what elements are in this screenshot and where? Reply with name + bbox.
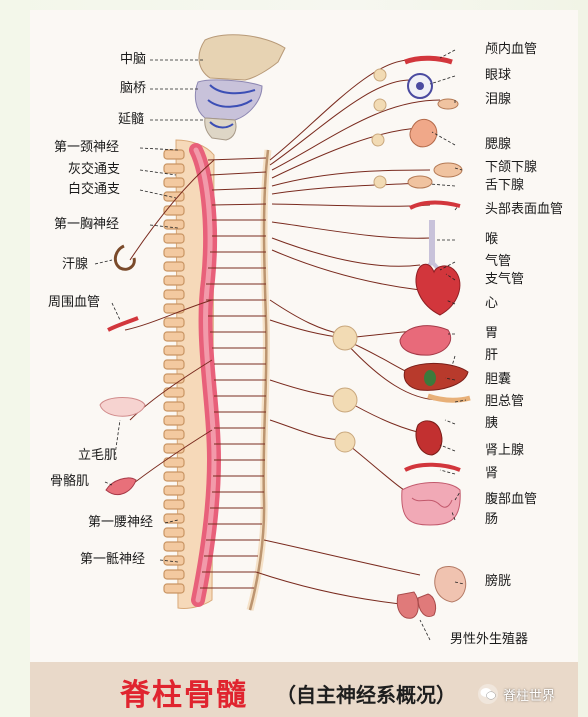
label-peripheral-vessel: 周围血管	[48, 295, 101, 310]
sympathetic-chain	[246, 149, 272, 611]
label-eyeball: 眼球	[485, 68, 512, 83]
label-medulla: 延髓	[118, 112, 145, 127]
watermark: 脊柱世界	[478, 683, 555, 705]
label-first-lumbar-nerve: 第一腰神经	[88, 515, 154, 530]
page-subtitle: （自主神经系概况）	[276, 683, 456, 707]
page-title: 脊柱骨髓	[120, 678, 248, 713]
label-heart: 心	[485, 296, 499, 311]
label-pancreas: 胰	[485, 416, 499, 431]
label-cranial-vessels: 颅内血管	[485, 42, 538, 57]
label-gallbladder: 胆囊	[485, 372, 512, 387]
label-pons: 脑桥	[120, 81, 147, 96]
watermark-text: 脊柱世界	[503, 688, 556, 704]
label-sweat-gland: 汗腺	[62, 257, 89, 272]
label-kidney: 肾	[485, 466, 499, 481]
organs	[99, 55, 471, 619]
label-skeletal-muscle: 骨骼肌	[50, 474, 90, 489]
label-abdominal-vessels: 腹部血管	[485, 492, 538, 507]
label-common-bile-duct: 胆总管	[485, 394, 525, 409]
label-bronchi: 支气管	[485, 272, 525, 287]
vertebral-column	[175, 139, 222, 609]
label-trachea: 气管	[485, 254, 512, 269]
diagram-panel	[30, 10, 578, 662]
label-bladder: 膀胱	[485, 574, 512, 589]
label-sublingual-gland: 舌下腺	[485, 178, 525, 193]
leader-lines	[94, 49, 467, 641]
label-male-genitalia: 男性外生殖器	[450, 632, 529, 647]
label-gray-ramus: 灰交通支	[68, 162, 121, 177]
ganglia	[332, 68, 387, 453]
spinal-nerve-branches	[200, 157, 267, 589]
label-first-cervical-nerve: 第一颈神经	[54, 140, 120, 155]
label-midbrain: 中脑	[120, 52, 147, 67]
label-adrenal-gland: 肾上腺	[485, 443, 525, 458]
label-head-surface-vessels: 头部表面血管	[485, 202, 564, 217]
label-first-thoracic-nerve: 第一胸神经	[54, 217, 120, 232]
label-lacrimal-gland: 泪腺	[485, 92, 512, 107]
label-liver: 肝	[485, 348, 499, 363]
label-stomach: 胃	[485, 326, 499, 341]
wechat-icon	[478, 684, 498, 704]
label-submandibular-gland: 下颌下腺	[485, 160, 538, 175]
brainstem-illustration	[194, 34, 286, 141]
label-white-ramus: 白交通支	[68, 182, 121, 197]
label-larynx: 喉	[485, 232, 499, 247]
label-arrector-pili: 立毛肌	[78, 448, 118, 463]
label-first-sacral-nerve: 第一骶神经	[80, 552, 146, 567]
label-parotid-gland: 腮腺	[485, 137, 512, 152]
label-intestine: 肠	[485, 512, 499, 527]
